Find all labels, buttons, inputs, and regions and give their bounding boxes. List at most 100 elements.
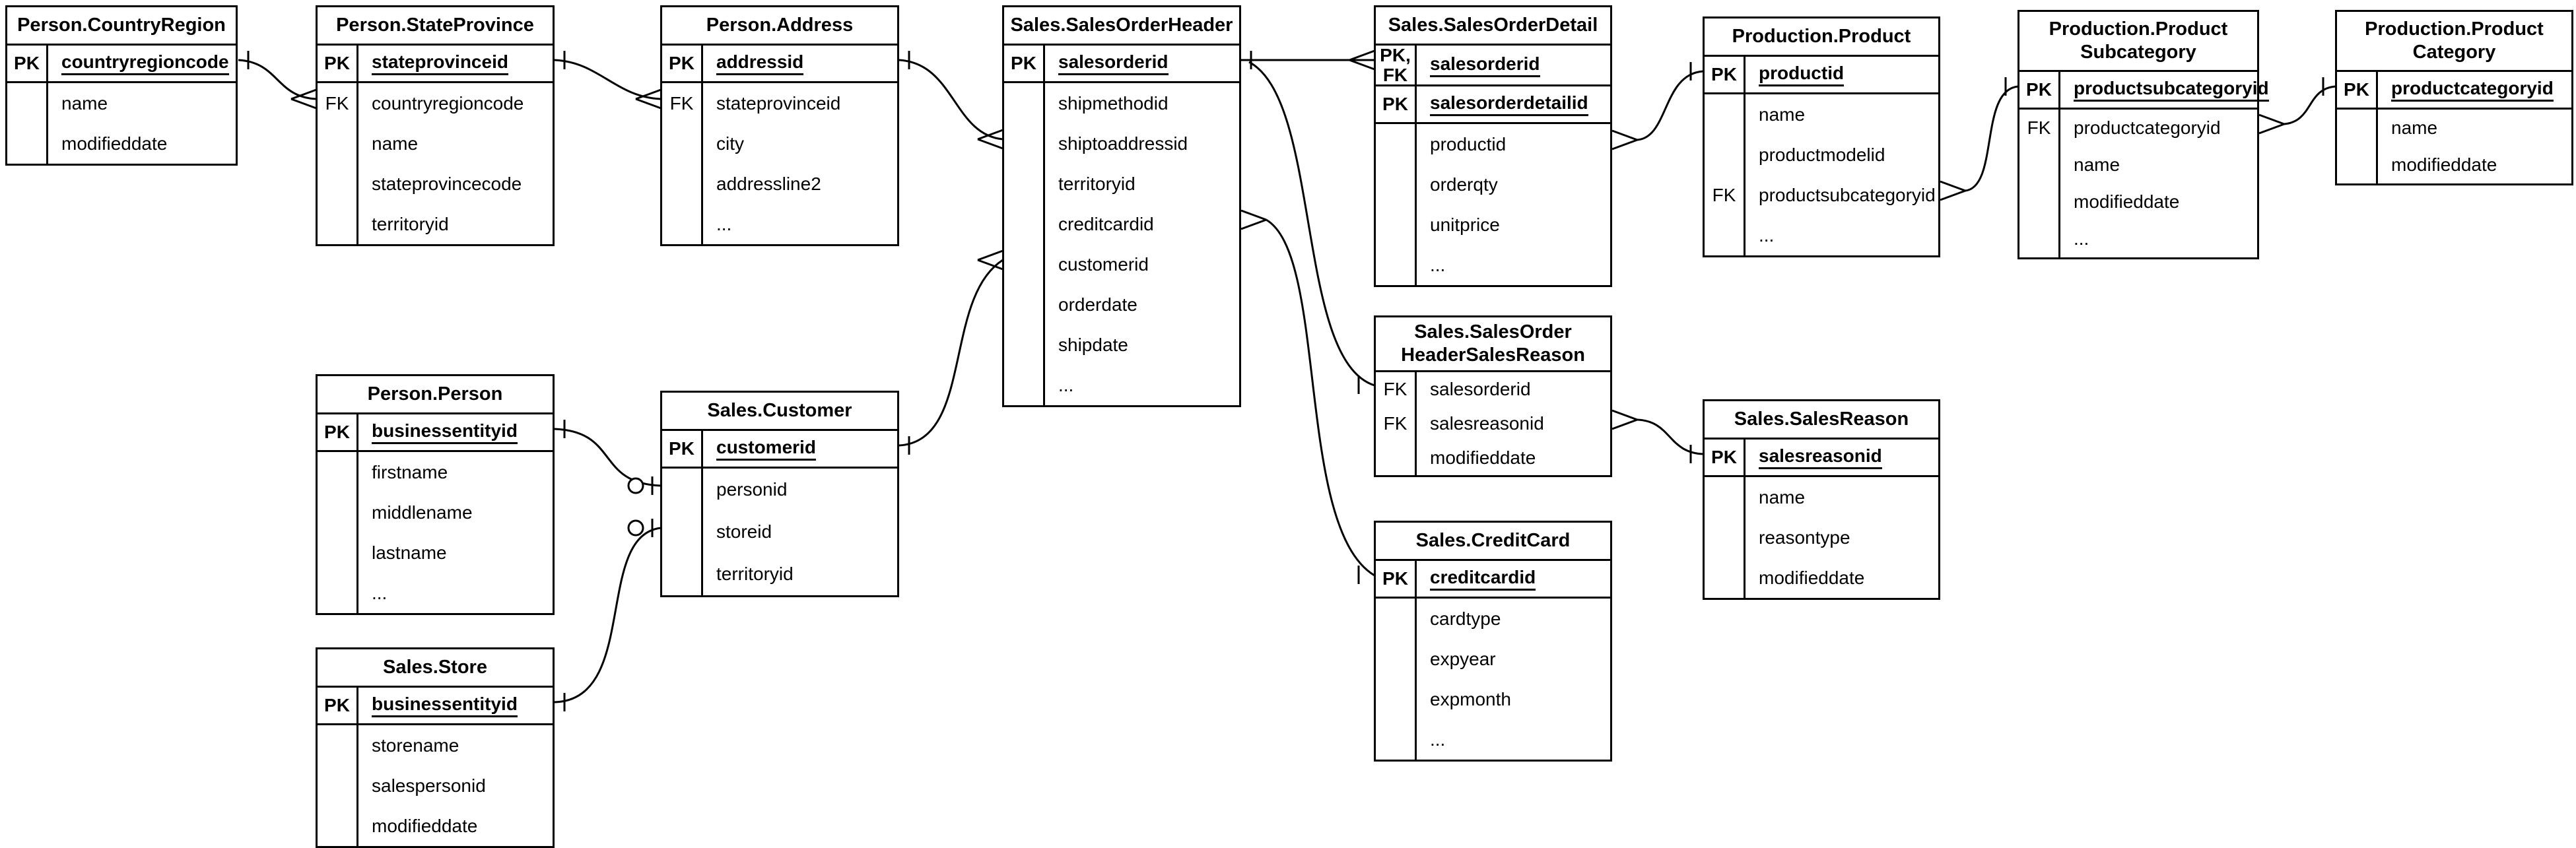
relationship-countryregion-stateprovince[interactable] — [238, 51, 317, 110]
field-row-...[interactable]: ... — [1417, 245, 1610, 285]
field-row-territoryid[interactable]: territoryid — [703, 553, 897, 595]
field-row-shipmethodid[interactable]: shipmethodid — [1045, 83, 1239, 123]
field-row-personid[interactable]: personid — [703, 469, 897, 511]
field-row-productsubcategoryid[interactable]: productsubcategoryid — [1746, 175, 1938, 215]
field-row-modifieddate[interactable]: modifieddate — [1417, 441, 1610, 475]
field-row-name[interactable]: name — [48, 83, 236, 123]
field-row-salesorderid[interactable]: salesorderid — [1417, 372, 1610, 407]
relationship-address-salesorderheader[interactable] — [898, 51, 1003, 150]
field-row-territoryid[interactable]: territoryid — [358, 204, 553, 244]
field-row-...[interactable]: ... — [2060, 220, 2257, 257]
field-name: ... — [372, 582, 388, 603]
field-row-productid[interactable]: productid — [1417, 124, 1610, 164]
field-row-...[interactable]: ... — [1417, 719, 1610, 760]
field-row-...[interactable]: ... — [1045, 365, 1239, 405]
field-row-addressline2[interactable]: addressline2 — [703, 164, 897, 204]
cardinality-many-crowfoot — [1611, 409, 1638, 430]
field-row-name[interactable]: name — [358, 123, 553, 164]
relationship-productsubcategory-productcategory[interactable] — [2258, 77, 2336, 135]
field-row-lastname[interactable]: lastname — [358, 533, 553, 573]
field-row-city[interactable]: city — [703, 123, 897, 164]
field-row-territoryid[interactable]: territoryid — [1045, 164, 1239, 204]
field-row-unitprice[interactable]: unitprice — [1417, 205, 1610, 245]
field-row-customerid[interactable]: customerid — [1045, 244, 1239, 284]
relationship-salesorderheader-salesorderdetail[interactable] — [1241, 49, 1375, 71]
field-name: productcategoryid — [2391, 78, 2554, 102]
field-row-name[interactable]: name — [1746, 477, 1938, 517]
relationship-customer-salesorderheader[interactable] — [898, 249, 1003, 455]
relationship-person-customer[interactable] — [554, 420, 661, 495]
field-row-cardtype[interactable]: cardtype — [1417, 599, 1610, 639]
field-row-name[interactable]: name — [1746, 94, 1938, 135]
fk-label: FK — [2027, 117, 2051, 138]
field-row-modifieddate[interactable]: modifieddate — [358, 806, 553, 846]
field-row-expyear[interactable]: expyear — [1417, 639, 1610, 679]
field-row-orderqty[interactable]: orderqty — [1417, 164, 1610, 205]
field-row-stateprovincecode[interactable]: stateprovincecode — [358, 164, 553, 204]
field-row-modifieddate[interactable]: modifieddate — [1746, 558, 1938, 598]
field-row-...[interactable]: ... — [1746, 215, 1938, 255]
fk-label: FK — [669, 92, 694, 114]
relationship-stateprovince-address[interactable] — [554, 51, 661, 110]
field-row-name[interactable]: name — [2378, 110, 2571, 147]
field-row-reasontype[interactable]: reasontype — [1746, 517, 1938, 558]
field-row-middlename[interactable]: middlename — [358, 492, 553, 533]
field-row-orderdate[interactable]: orderdate — [1045, 284, 1239, 325]
relationship-salesorderheader-salesorderheadersalesreason[interactable] — [1248, 61, 1375, 394]
field-row-countryregioncode[interactable]: countryregioncode — [358, 83, 553, 123]
field-row-modifieddate[interactable]: modifieddate — [2378, 147, 2571, 183]
field-row-storename[interactable]: storename — [358, 725, 553, 766]
field-row-firstname[interactable]: firstname — [358, 452, 553, 492]
field-row-storeid[interactable]: storeid — [703, 511, 897, 553]
relationship-store-customer[interactable] — [554, 519, 661, 711]
field-row-creditcardid[interactable]: creditcardid — [1045, 204, 1239, 244]
field-row-stateprovinceid[interactable]: stateprovinceid — [703, 83, 897, 123]
field-row-shiptoaddressid[interactable]: shiptoaddressid — [1045, 123, 1239, 164]
field-row-...[interactable]: ... — [703, 204, 897, 244]
field-row-salespersonid[interactable]: salespersonid — [358, 766, 553, 806]
field-row-salesreasonid[interactable]: salesreasonid — [1417, 407, 1610, 441]
field-row-name[interactable]: name — [2060, 147, 2257, 183]
field-row-...[interactable]: ... — [358, 573, 553, 613]
field-row-modifieddate[interactable]: modifieddate — [2060, 183, 2257, 220]
field-row-shipdate[interactable]: shipdate — [1045, 325, 1239, 365]
key-slot-empty — [2019, 220, 2058, 257]
field-row-modifieddate[interactable]: modifieddate — [48, 123, 236, 164]
relationship-product-productsubcategory[interactable] — [1940, 77, 2019, 201]
relationship-salesorderheadersalesreason-salesreason[interactable] — [1611, 409, 1704, 463]
field-row-expmonth[interactable]: expmonth — [1417, 679, 1610, 719]
field-row-productmodelid[interactable]: productmodelid — [1746, 135, 1938, 175]
relationship-salesorderheader-creditcard[interactable] — [1240, 209, 1375, 584]
relationship-salesorderdetail-product[interactable] — [1611, 62, 1704, 150]
field-row-productcategoryid[interactable]: productcategoryid — [2060, 110, 2257, 147]
